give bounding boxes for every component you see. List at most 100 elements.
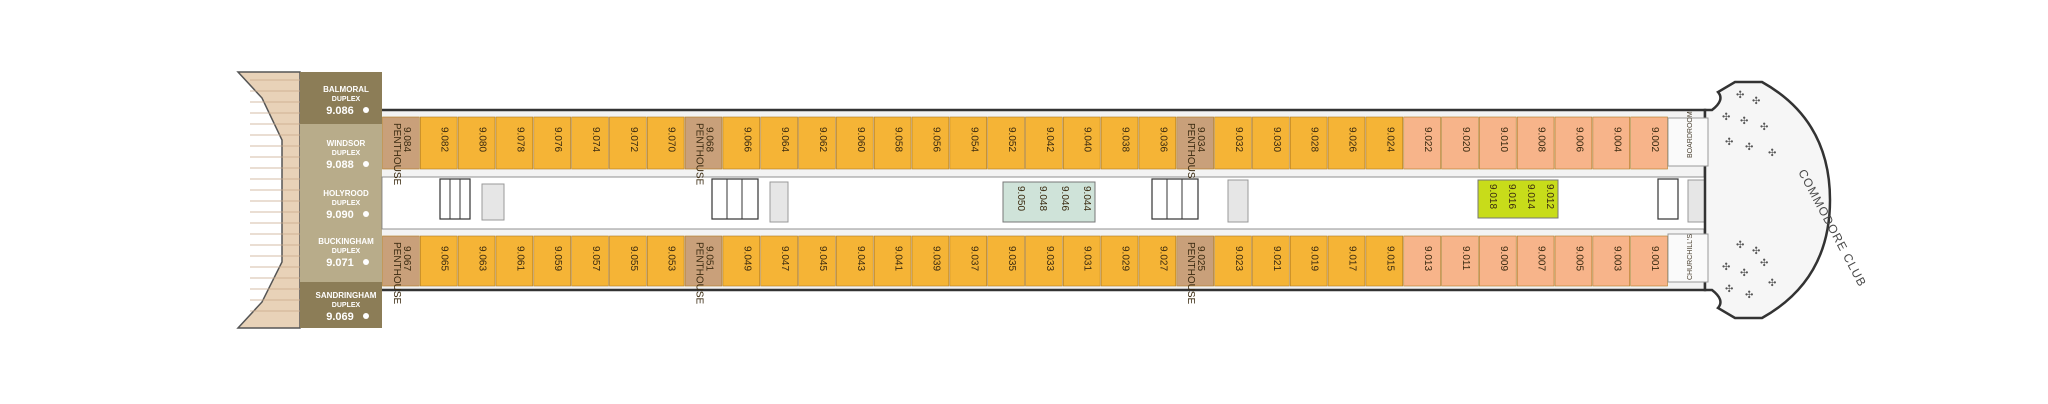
- cabin-number: 9.051: [704, 246, 715, 271]
- seating-icon: ✣: [1745, 142, 1753, 153]
- cabin-9.006[interactable]: [1554, 116, 1593, 170]
- duplex-number-9.086[interactable]: 9.086: [326, 105, 354, 117]
- cabin-9.062[interactable]: [798, 116, 836, 170]
- cabin-9.058[interactable]: [873, 116, 912, 170]
- cabin-number: 9.033: [1044, 246, 1055, 271]
- single-cabin-9.016[interactable]: 9.016: [1506, 184, 1517, 209]
- cabin-9.067[interactable]: [382, 235, 420, 287]
- cabin-9.004[interactable]: [1592, 116, 1630, 170]
- cabin-9.084[interactable]: [382, 116, 420, 170]
- cabin-9.043[interactable]: [836, 235, 874, 287]
- cabin-9.038[interactable]: [1100, 116, 1139, 170]
- cabin-9.002[interactable]: [1630, 116, 1668, 170]
- cabin-9.003[interactable]: [1592, 235, 1630, 287]
- cabin-9.029[interactable]: [1100, 235, 1139, 287]
- cabin-9.005[interactable]: [1554, 235, 1593, 287]
- seating-icon: ✣: [1740, 268, 1748, 279]
- cabin-9.060[interactable]: [836, 116, 874, 170]
- cabin-9.065[interactable]: [420, 235, 458, 287]
- cabin-9.059[interactable]: [533, 235, 571, 287]
- cabin-9.013[interactable]: [1403, 235, 1441, 287]
- cabin-number: 9.022: [1422, 127, 1433, 152]
- cabin-9.037[interactable]: [949, 235, 987, 287]
- cabin-9.041[interactable]: [873, 235, 912, 287]
- cabin-9.055[interactable]: [609, 235, 647, 287]
- single-cabin-9.014[interactable]: 9.014: [1525, 184, 1536, 209]
- cabin-9.063[interactable]: [457, 235, 496, 287]
- cabin-9.009[interactable]: [1479, 235, 1517, 287]
- cabin-9.080[interactable]: [457, 116, 496, 170]
- seating-icon: ✣: [1768, 148, 1776, 159]
- accessible-cabins: 9.050 9.048 9.046 9.044: [1002, 181, 1096, 223]
- cabin-9.001[interactable]: [1630, 235, 1668, 287]
- cabin-9.019[interactable]: [1289, 235, 1328, 287]
- cabin-number: 9.064: [779, 127, 790, 152]
- cabin-9.054[interactable]: [949, 116, 987, 170]
- cabin-9.057[interactable]: [571, 235, 609, 287]
- cabin-9.008[interactable]: [1516, 116, 1555, 170]
- cabin-9.070[interactable]: [646, 116, 685, 170]
- cabin-number: 9.008: [1536, 127, 1547, 152]
- cabin-number: 9.021: [1271, 246, 1282, 271]
- cabin-9.035[interactable]: [987, 235, 1025, 287]
- seating-icon: ✣: [1736, 240, 1744, 251]
- cabin-9.052[interactable]: [987, 116, 1025, 170]
- cabin-9.047[interactable]: [760, 235, 798, 287]
- duplex-number-9.071[interactable]: 9.071: [326, 257, 354, 269]
- cabin-9.056[interactable]: [911, 116, 950, 170]
- cabin-9.053[interactable]: [646, 235, 685, 287]
- cabin-9.027[interactable]: [1138, 235, 1177, 287]
- cabin-9.051[interactable]: [684, 235, 723, 287]
- cabin-9.026[interactable]: [1327, 116, 1366, 170]
- cabin-9.036[interactable]: [1138, 116, 1177, 170]
- cabin-9.021[interactable]: [1252, 235, 1290, 287]
- cabin-number: 9.013: [1422, 246, 1433, 271]
- cabin-9.017[interactable]: [1327, 235, 1366, 287]
- cabin-number: 9.026: [1347, 127, 1358, 152]
- cabin-number: 9.056: [930, 127, 941, 152]
- cabin-9.049[interactable]: [722, 235, 761, 287]
- cabin-9.039[interactable]: [911, 235, 950, 287]
- cabin-number: 9.006: [1573, 127, 1584, 152]
- accessible-cabin-9.050[interactable]: 9.050: [1015, 186, 1026, 211]
- cabin-9.031[interactable]: [1063, 235, 1101, 287]
- cabin-9.032[interactable]: [1214, 116, 1252, 170]
- cabin-9.022[interactable]: [1403, 116, 1441, 170]
- cabin-9.023[interactable]: [1214, 235, 1252, 287]
- cabin-9.061[interactable]: [495, 235, 534, 287]
- cabin-9.076[interactable]: [533, 116, 571, 170]
- cabin-9.068[interactable]: [684, 116, 723, 170]
- cabin-9.024[interactable]: [1365, 116, 1404, 170]
- cabin-9.011[interactable]: [1441, 235, 1479, 287]
- cabin-9.028[interactable]: [1289, 116, 1328, 170]
- cabin-9.072[interactable]: [609, 116, 647, 170]
- cabin-9.020[interactable]: [1441, 116, 1479, 170]
- accessible-cabin-9.046[interactable]: 9.046: [1059, 186, 1070, 211]
- accessible-cabin-9.044[interactable]: 9.044: [1081, 186, 1092, 211]
- cabin-9.034[interactable]: [1176, 116, 1214, 170]
- cabin-9.082[interactable]: [420, 116, 458, 170]
- cabin-9.025[interactable]: [1176, 235, 1214, 287]
- cabin-9.066[interactable]: [722, 116, 761, 170]
- cabin-9.042[interactable]: [1025, 116, 1063, 170]
- duplex-name: WINDSOR: [327, 139, 366, 148]
- cabin-9.015[interactable]: [1365, 235, 1404, 287]
- cabin-9.045[interactable]: [798, 235, 836, 287]
- cabin-9.033[interactable]: [1025, 235, 1063, 287]
- duplex-number-9.088[interactable]: 9.088: [326, 159, 354, 171]
- single-cabin-9.018[interactable]: 9.018: [1487, 184, 1498, 209]
- stair-dot-icon: [363, 107, 369, 113]
- cabin-number: 9.027: [1157, 246, 1168, 271]
- stair-dot-icon: [363, 161, 369, 167]
- cabin-9.030[interactable]: [1252, 116, 1290, 170]
- cabin-9.074[interactable]: [571, 116, 609, 170]
- cabin-9.010[interactable]: [1479, 116, 1517, 170]
- duplex-number-9.090[interactable]: 9.090: [326, 209, 354, 221]
- cabin-9.007[interactable]: [1516, 235, 1555, 287]
- cabin-9.064[interactable]: [760, 116, 798, 170]
- cabin-9.040[interactable]: [1063, 116, 1101, 170]
- accessible-cabin-9.048[interactable]: 9.048: [1037, 186, 1048, 211]
- duplex-number-9.069[interactable]: 9.069: [326, 311, 354, 323]
- single-cabin-9.012[interactable]: 9.012: [1544, 184, 1555, 209]
- cabin-9.078[interactable]: [495, 116, 534, 170]
